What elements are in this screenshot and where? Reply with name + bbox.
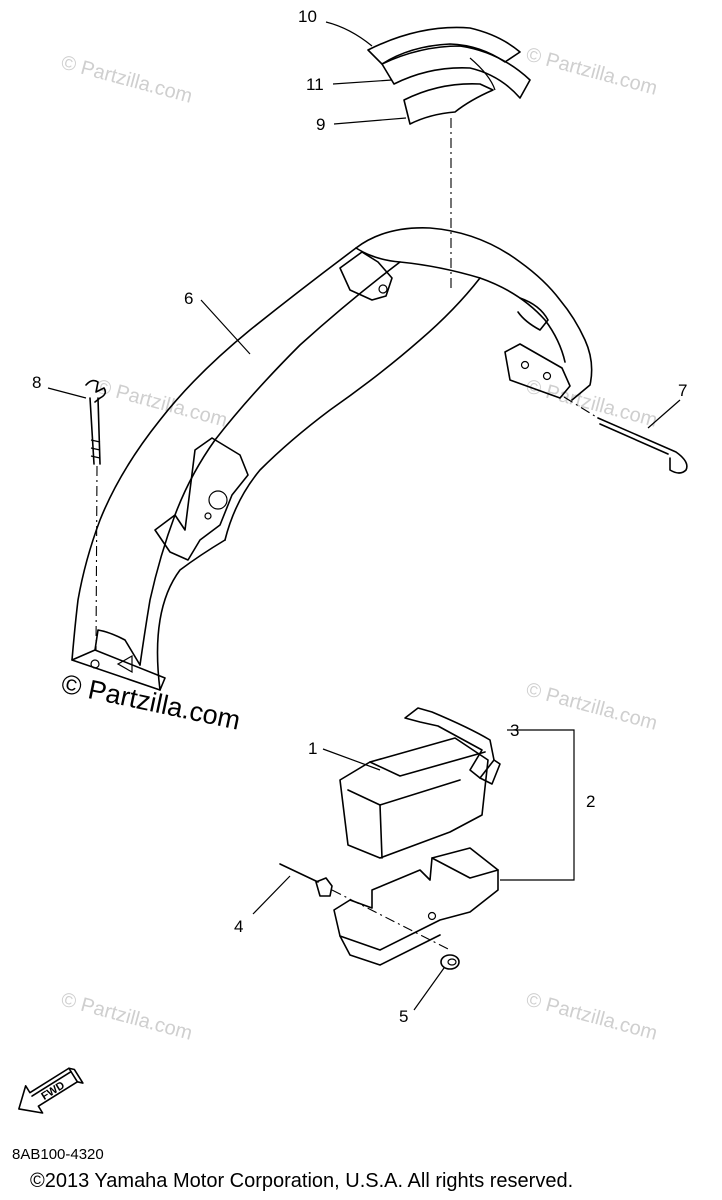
part-rod	[563, 396, 688, 474]
watermark-prominent: © Partzilla.com	[59, 669, 243, 736]
fwd-arrow: FWD	[18, 1067, 84, 1114]
callout-8: 8	[32, 373, 41, 392]
watermark: © Partzilla.com	[59, 989, 195, 1045]
callout-6: 6	[184, 289, 193, 308]
fwd-label: FWD	[39, 1079, 67, 1102]
diagram-code: 8AB100-4320	[12, 1146, 104, 1163]
leader-lines	[47, 21, 681, 1011]
callout-5: 5	[399, 1007, 408, 1026]
callout-9: 9	[316, 115, 325, 134]
part-flap-pieces	[367, 26, 531, 125]
callout-10: 10	[298, 7, 317, 26]
callout-11: 11	[306, 75, 324, 94]
watermark: © Partzilla.com	[524, 376, 660, 432]
watermark: © Partzilla.com	[524, 989, 660, 1045]
callout-4: 4	[234, 917, 243, 936]
part-box	[339, 737, 489, 859]
part-wing-bolt	[85, 379, 107, 651]
part-rear-fender	[71, 227, 593, 691]
part-screw	[279, 863, 451, 951]
callout-7: 7	[678, 381, 687, 400]
callout-2: 2	[586, 792, 595, 811]
part-nut	[440, 954, 460, 970]
callout-3: 3	[510, 721, 519, 740]
part-strap	[404, 707, 501, 785]
copyright-notice: ©2013 Yamaha Motor Corporation, U.S.A. A…	[30, 1170, 574, 1192]
watermark: © Partzilla.com	[59, 52, 195, 108]
watermarks: © Partzilla.com © Partzilla.com © Partzi…	[59, 44, 660, 1045]
watermark: © Partzilla.com	[524, 679, 660, 735]
part-bracket	[333, 847, 499, 966]
callouts: 10 11 9 6 8 7 3 1 2 4 5	[32, 7, 687, 1026]
watermark: © Partzilla.com	[94, 376, 230, 432]
watermark: © Partzilla.com	[524, 44, 660, 100]
callout-1: 1	[308, 739, 317, 758]
